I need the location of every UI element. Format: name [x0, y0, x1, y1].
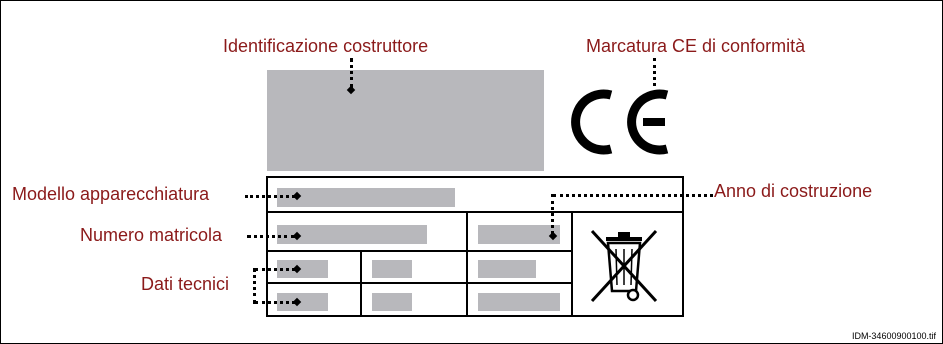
plate-bottom-border [266, 315, 684, 317]
plate-top-border [266, 176, 684, 178]
plate-row-divider-1 [266, 211, 684, 213]
serial-field [277, 225, 427, 244]
plate-col-divider-1 [466, 211, 468, 317]
model-field [277, 188, 455, 207]
plate-col-divider-2 [571, 211, 573, 317]
year-leader-h [553, 194, 713, 197]
tech-leader-bottom [255, 301, 295, 304]
manufacturer-leader [350, 58, 353, 88]
tech-field-1 [277, 260, 328, 278]
model-label: Modello apparecchiatura [12, 184, 210, 204]
plate-col-divider-3 [360, 250, 362, 317]
plate-row-divider-3 [266, 282, 572, 284]
serial-leader [247, 235, 295, 238]
model-leader [245, 195, 295, 198]
tech-leader-v [253, 268, 256, 304]
technical-data-label: Dati tecnici [141, 274, 230, 294]
manufacturer-label: Identificazione costruttore [223, 36, 429, 56]
year-leader-v [551, 194, 554, 234]
manufacturer-area [267, 70, 544, 171]
ce-marking-label: Marcatura CE di conformità [586, 36, 806, 56]
ce-marking-leader [653, 58, 656, 86]
tech-field-6 [478, 293, 560, 311]
tech-field-3 [478, 260, 536, 278]
crossed-out-wheelie-bin-icon [590, 229, 658, 303]
ce-mark-icon [571, 89, 669, 155]
tech-field-4 [277, 293, 328, 311]
file-name: IDM-34600900100.tif [851, 331, 936, 341]
tech-field-2 [372, 260, 412, 278]
plate-row-divider-2 [266, 250, 572, 252]
year-field [478, 225, 560, 244]
tech-field-5 [372, 293, 412, 311]
serial-label: Numero matricola [80, 225, 223, 245]
tech-leader-top [255, 268, 295, 271]
plate-left-border [266, 176, 268, 317]
plate-right-border [682, 176, 684, 317]
year-label: Anno di costruzione [714, 181, 873, 201]
